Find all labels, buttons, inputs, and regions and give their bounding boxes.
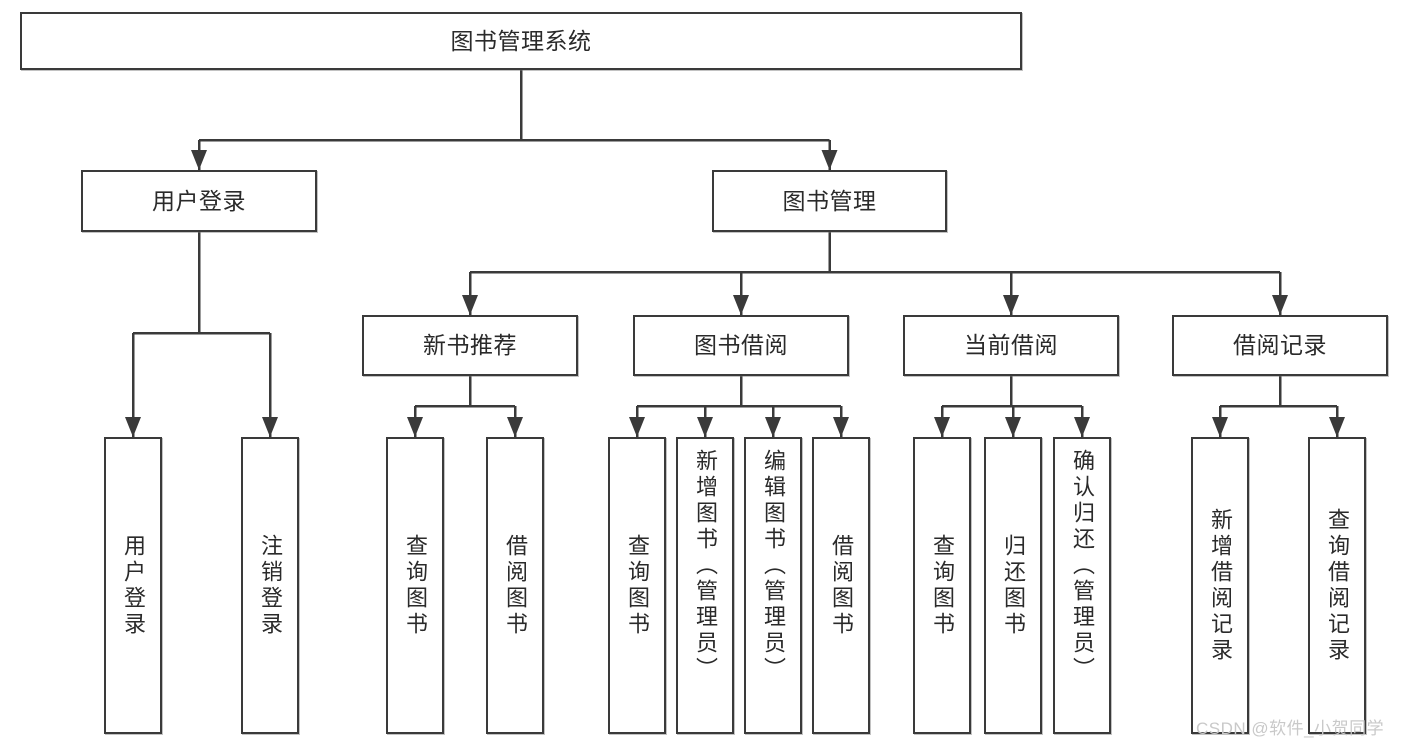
arrow-head-leaf-br-add [1212,417,1228,437]
node-root: 图书管理系统 [20,12,1022,70]
arrow-head-leaf-bb-add [697,417,713,437]
node-leaf-cb-query: 查询图书 [913,437,971,734]
arrow-head-new-book-rec [462,295,478,315]
node-borrow-record: 借阅记录 [1172,315,1388,376]
node-leaf-rec-query: 查询图书 [386,437,444,734]
arrow-head-leaf-cb-query [934,417,950,437]
node-label-current-borrow: 当前借阅 [964,332,1058,359]
arrow-head-leaf-cb-return [1005,417,1021,437]
node-label-leaf-user-logout: 注销登录 [258,533,283,638]
node-label-book-borrow: 图书借阅 [694,332,788,359]
node-label-borrow-record: 借阅记录 [1233,332,1327,359]
node-leaf-bb-query: 查询图书 [608,437,666,734]
arrow-head-leaf-user-logout [262,417,278,437]
watermark-label: CSDN @软件_小贺同学 [1196,719,1385,738]
node-label-book-manage: 图书管理 [782,187,877,214]
node-current-borrow: 当前借阅 [903,315,1119,376]
node-label-leaf-br-add: 新增借阅记录 [1208,507,1233,664]
arrow-head-book-borrow [733,295,749,315]
node-leaf-bb-edit: 编辑图书（管理员） [744,437,802,734]
node-label-user-login: 用户登录 [152,187,246,214]
node-label-leaf-cb-return: 归还图书 [1001,533,1026,638]
node-label-leaf-cb-query: 查询图书 [930,533,955,638]
node-book-borrow: 图书借阅 [633,315,849,376]
arrow-head-leaf-rec-query [407,417,423,437]
node-leaf-user-login: 用户登录 [104,437,162,734]
arrow-head-user-login [191,150,207,170]
node-new-book-rec: 新书推荐 [362,315,578,376]
node-leaf-user-logout: 注销登录 [241,437,299,734]
node-label-root: 图书管理系统 [450,27,592,54]
arrow-head-leaf-bb-borrow [833,417,849,437]
node-label-leaf-bb-add: 新增图书（管理员） [693,449,718,683]
node-label-leaf-rec-borrow: 借阅图书 [503,533,528,638]
node-label-new-book-rec: 新书推荐 [423,332,517,359]
node-leaf-bb-borrow: 借阅图书 [812,437,870,734]
arrow-head-leaf-bb-edit [765,417,781,437]
arrow-head-leaf-cb-confirm [1074,417,1090,437]
arrow-head-leaf-br-query [1329,417,1345,437]
node-leaf-bb-add: 新增图书（管理员） [676,437,734,734]
node-leaf-cb-confirm: 确认归还（管理员） [1053,437,1111,734]
node-leaf-br-add: 新增借阅记录 [1191,437,1249,734]
node-label-leaf-rec-query: 查询图书 [403,533,428,638]
arrow-head-current-borrow [1003,295,1019,315]
node-label-leaf-cb-confirm: 确认归还（管理员） [1070,449,1095,683]
arrow-head-book-manage [821,150,838,170]
node-label-leaf-br-query: 查询借阅记录 [1325,507,1350,664]
node-leaf-cb-return: 归还图书 [984,437,1042,734]
arrow-head-leaf-rec-borrow [507,417,523,437]
arrow-head-leaf-user-login [125,417,141,437]
node-label-leaf-bb-borrow: 借阅图书 [829,533,854,638]
arrow-head-leaf-bb-query [629,417,645,437]
node-label-leaf-bb-query: 查询图书 [625,533,650,638]
node-user-login: 用户登录 [81,170,317,232]
node-leaf-rec-borrow: 借阅图书 [486,437,544,734]
node-label-leaf-user-login: 用户登录 [121,533,146,638]
node-label-leaf-bb-edit: 编辑图书（管理员） [761,449,786,683]
node-leaf-br-query: 查询借阅记录 [1308,437,1366,734]
node-book-manage: 图书管理 [712,170,947,232]
arrow-head-borrow-record [1272,295,1288,315]
